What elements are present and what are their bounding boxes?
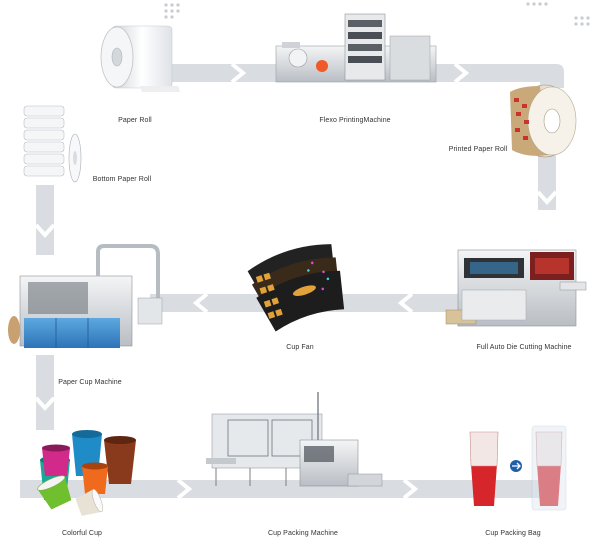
die-cutting-machine-image (445, 249, 587, 327)
label-printed-paper-roll: Printed Paper Roll (448, 146, 508, 153)
cup-packing-bag-image (469, 425, 567, 511)
label-flexo-printing-machine: Flexo PrintingMachine (319, 117, 391, 124)
label-paper-roll: Paper Roll (118, 117, 152, 124)
label-cup-fan: Cup Fan (286, 344, 314, 351)
colorful-cup-image (37, 430, 136, 516)
cup-packing-machine-image (206, 392, 383, 487)
flow-arrows (34, 62, 558, 500)
label-cup-packing-bag: Cup Packing Bag (485, 530, 541, 537)
flexo-printing-machine-image (275, 13, 437, 83)
paper-roll-image (100, 25, 180, 92)
cup-fan-image (247, 244, 345, 332)
label-colorful-cup: Colorful Cup (61, 530, 103, 537)
label-bottom-paper-roll: Bottom Paper Roll (92, 176, 152, 183)
corner-dots-top (164, 2, 590, 26)
printed-paper-roll-image (510, 84, 577, 158)
paper-cup-machine-image (8, 244, 163, 348)
label-cup-packing-machine: Cup Packing Machine (268, 530, 338, 537)
label-die-cutting-machine: Full Auto Die Cutting Machine (476, 344, 572, 351)
bottom-paper-roll-image (23, 105, 82, 183)
label-paper-cup-machine: Paper Cup Machine (58, 379, 122, 386)
